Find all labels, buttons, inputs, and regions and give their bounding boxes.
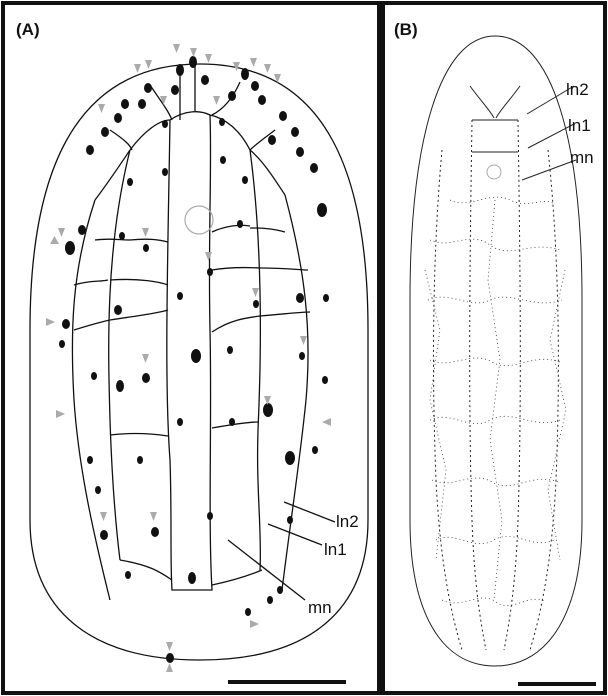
panel-b-texture — [425, 197, 566, 606]
lateral-nerve-2-left — [72, 200, 110, 600]
lateral-nerve-1-right — [250, 150, 260, 570]
panel-a-label: (A) — [16, 20, 40, 40]
label-ln1-b: ln1 — [568, 116, 591, 136]
body-outline-b — [410, 36, 582, 666]
panel-b-label: (B) — [394, 20, 418, 40]
label-mn-a: mn — [308, 598, 332, 618]
label-ln1-a: ln1 — [324, 540, 347, 560]
label-mn-b: mn — [570, 148, 594, 168]
panel-b-drawing — [410, 36, 582, 666]
label-ln2-b: ln2 — [566, 80, 589, 100]
scale-bar-a — [228, 680, 346, 684]
panel-b-border — [383, 3, 605, 693]
body-outline-a — [30, 64, 368, 660]
panel-a-spots — [59, 56, 329, 663]
median-nerve-a — [167, 115, 212, 590]
lateral-nerve-1-left — [109, 150, 130, 560]
scale-bar-b — [518, 682, 596, 686]
label-ln2-a: ln2 — [336, 512, 359, 532]
panel-a-drawing — [30, 64, 368, 660]
